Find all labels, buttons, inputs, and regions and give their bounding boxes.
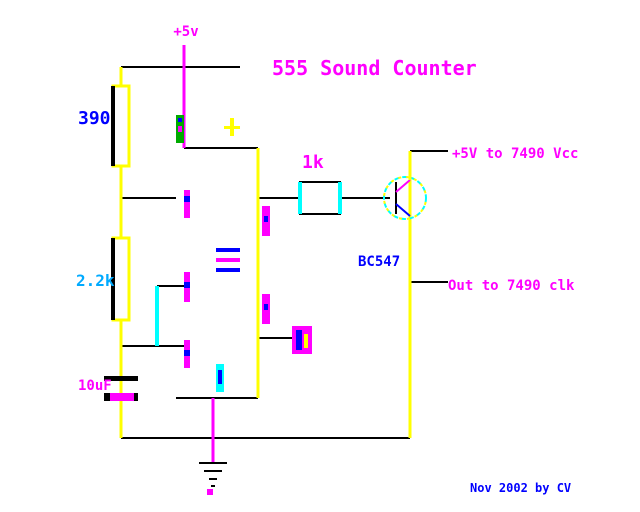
vcc-label: +5v [173,24,198,40]
resistor-1k [298,181,342,215]
c1-label: 10uF [78,378,112,394]
capacitor-c1 [104,376,138,401]
threshold-bridge [155,286,159,346]
r2-label: 2.2k [76,271,115,290]
ic-555 [155,115,312,392]
ic-pin-7 [184,190,190,218]
output-top-label: +5V to 7490 Vcc [452,146,578,162]
credit-label: Nov 2002 by CV [470,481,571,495]
transistor-label: BC547 [358,254,400,270]
yellow-rails [119,67,412,438]
resistor-r2 [111,236,131,322]
power-lines [182,45,215,462]
resistor-r1 [111,84,131,168]
ground-symbol [199,462,227,495]
diagram-title: 555 Sound Counter [272,56,477,80]
transistor-bc547 [383,151,427,220]
resistor-1k-label: 1k [302,152,324,173]
output-bottom-label: Out to 7490 clk [448,278,575,294]
r1-label: 390 [78,108,111,129]
ic-pin-5 [216,248,240,252]
